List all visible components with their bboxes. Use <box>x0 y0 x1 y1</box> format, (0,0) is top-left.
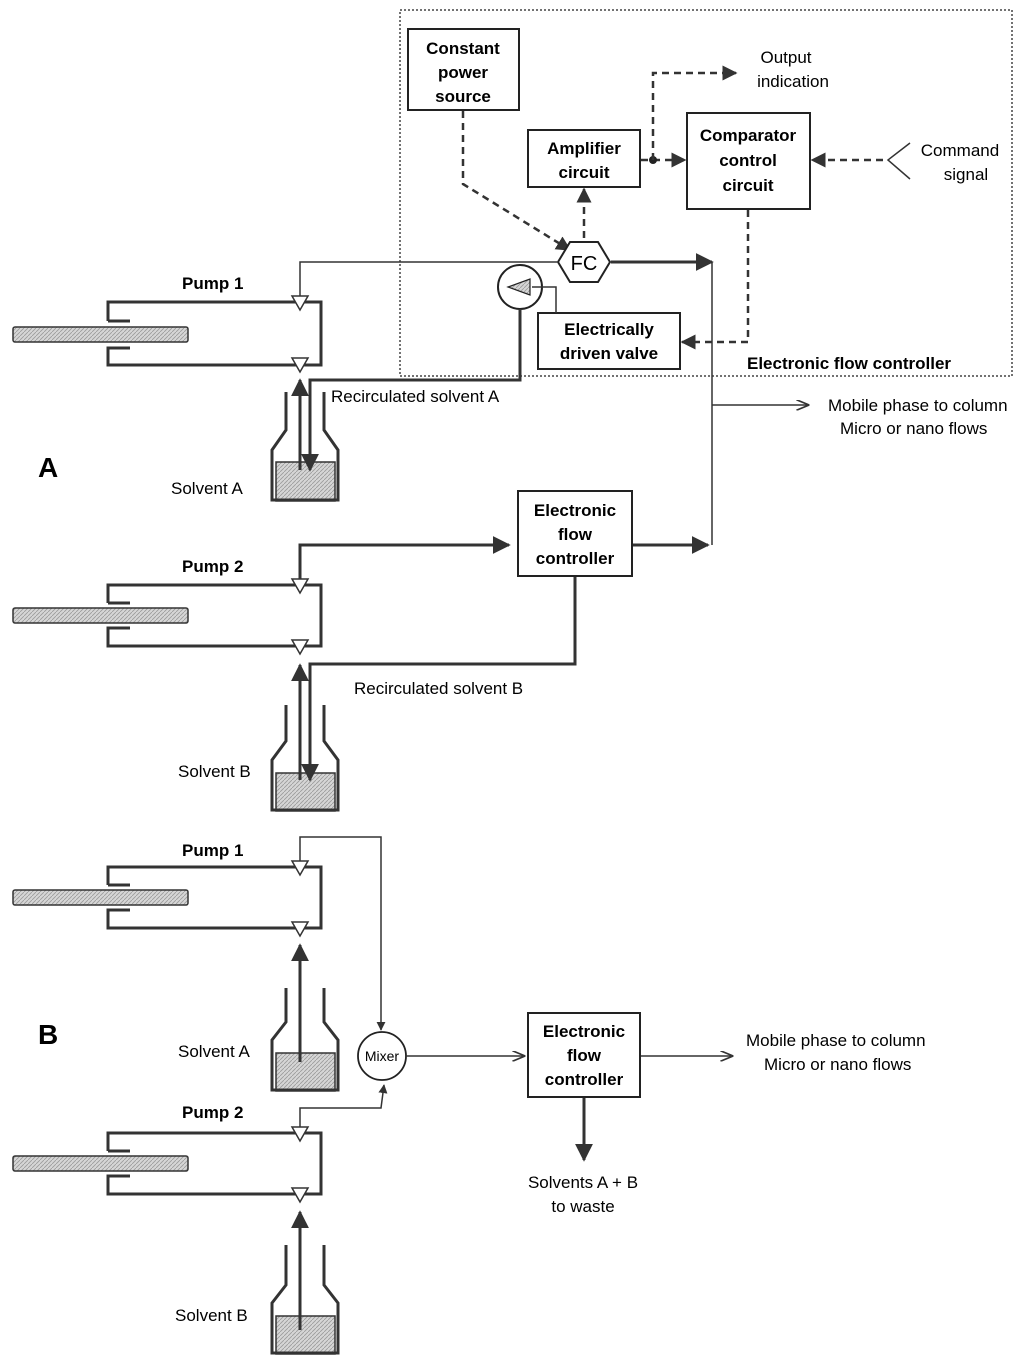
amplifier-label: Amplifier <box>547 139 621 158</box>
solvent-b-b-label: Solvent B <box>175 1306 248 1325</box>
comparator-label: Comparator <box>700 126 797 145</box>
panel-b-label: B <box>38 1019 58 1050</box>
efc-detail-title: Electronic flow controller <box>747 354 951 373</box>
efc-box-b <box>527 1012 641 1098</box>
output-indication-label: indication <box>757 72 829 91</box>
command-signal-label: Command <box>921 141 999 160</box>
efc-box-b-label: Electronic <box>543 1022 625 1041</box>
recirc-a-line <box>301 309 522 472</box>
flow-sensor-fc-label: FC <box>571 253 598 275</box>
comparator-label: control <box>719 151 777 170</box>
mixer-label: Mixer <box>365 1048 400 1064</box>
pump-1-b-label: Pump 1 <box>182 841 243 860</box>
pump-1-a-label: Pump 1 <box>182 274 243 293</box>
pump-2-a <box>12 578 323 656</box>
pump1-outlet-line <box>299 261 557 296</box>
panel-b: B Pump 1 Pump 2 Solvent A <box>12 836 926 1355</box>
power-source-label: power <box>438 63 488 82</box>
mobile-phase-b-label: Micro or nano flows <box>764 1055 911 1074</box>
command-signal-label: signal <box>944 165 988 184</box>
pump-2-b-label: Pump 2 <box>182 1103 243 1122</box>
efc-box-a-label: controller <box>536 549 615 568</box>
amplifier-box <box>527 129 641 188</box>
efc-box-a-label: Electronic <box>534 501 616 520</box>
mobile-phase-b-label: Mobile phase to column <box>746 1031 926 1050</box>
valve-cone-icon <box>506 278 531 296</box>
efc-box-a <box>517 490 633 577</box>
bottle-solvent-a-b <box>270 988 340 1092</box>
waste-label: Solvents A + B <box>528 1173 638 1192</box>
solvent-a-b-label: Solvent A <box>178 1042 250 1061</box>
check-valve-icon <box>290 1187 310 1204</box>
power-source-box <box>407 28 520 111</box>
valve-label: Electrically <box>564 320 654 339</box>
waste-label: to waste <box>551 1197 614 1216</box>
pump-2-a-label: Pump 2 <box>182 557 243 576</box>
bottle-solvent-a <box>270 392 340 502</box>
efc-box-b-label: flow <box>567 1046 602 1065</box>
pump-1-a <box>12 295 323 374</box>
comparator-to-valve-dashed <box>680 210 750 350</box>
pump2-b-outlet-line <box>299 1084 388 1127</box>
pump1-b-outlet-line <box>299 836 386 1031</box>
bottle-solvent-b-b <box>270 1245 340 1355</box>
power-source-label: Constant <box>426 39 500 58</box>
recirc-b-label: Recirculated solvent B <box>354 679 523 698</box>
power-source-label: source <box>435 87 491 106</box>
efc-detail-border <box>399 9 1013 377</box>
comparator-box <box>686 112 811 210</box>
efc-box-b-label: controller <box>545 1070 624 1089</box>
amplifier-label: circuit <box>558 163 609 182</box>
check-valve-icon <box>290 357 310 374</box>
mobile-phase-a-label: Mobile phase to column <box>828 396 1008 415</box>
panel-a: Electronic flow controller Constant powe… <box>12 9 1013 812</box>
solvent-a-label: Solvent A <box>171 479 243 498</box>
efc-detail: Electronic flow controller Constant powe… <box>399 9 1013 377</box>
flow-sensor-fc <box>556 241 612 283</box>
efc-box-a-label: flow <box>558 525 593 544</box>
solvent-b-label: Solvent B <box>178 762 251 781</box>
command-signal-icon <box>886 142 911 180</box>
pump-2-b <box>12 1126 323 1204</box>
check-valve-icon <box>290 921 310 938</box>
comparator-label: circuit <box>722 176 773 195</box>
output-indication-dashed <box>651 65 738 160</box>
valve-actuator-link <box>532 286 557 313</box>
output-indication-label: Output <box>760 48 811 67</box>
bottle-solvent-b <box>270 705 340 812</box>
pump2-outlet-line <box>298 536 511 579</box>
valve-box <box>537 312 681 370</box>
power-to-fc-dashed <box>461 111 572 252</box>
check-valve-icon <box>290 639 310 656</box>
pump-1-b <box>12 860 323 938</box>
panel-a-label: A <box>38 452 58 483</box>
recirc-a-label: Recirculated solvent A <box>331 387 500 406</box>
mobile-phase-a-label: Micro or nano flows <box>840 419 987 438</box>
valve-label: driven valve <box>560 344 658 363</box>
recirc-b-line <box>301 577 577 782</box>
